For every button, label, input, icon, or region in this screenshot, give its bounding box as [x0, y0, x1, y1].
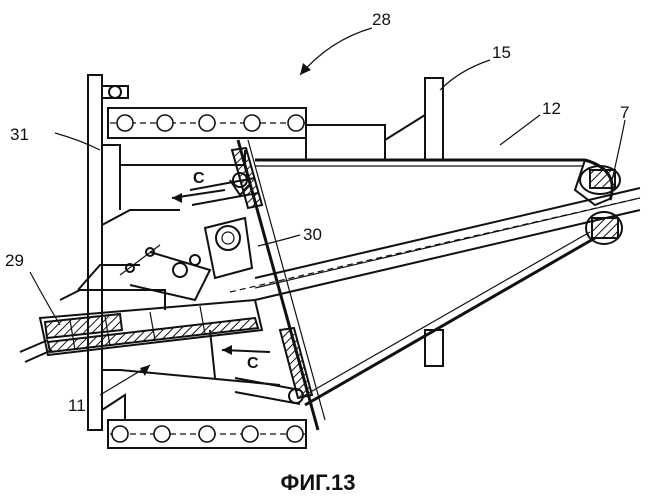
- section-arrow-bottom: [222, 345, 270, 355]
- conical-housing-12: [255, 160, 612, 405]
- lance-shaft-7: [230, 188, 640, 300]
- label-15: 15: [492, 43, 511, 62]
- injector-body-11: [20, 265, 262, 362]
- label-30: 30: [303, 225, 322, 244]
- label-31: 31: [10, 125, 29, 144]
- actuator-30: [120, 218, 252, 300]
- label-28: 28: [372, 10, 391, 29]
- lower-bolt-flange: [108, 420, 306, 448]
- label-7: 7: [620, 103, 629, 122]
- upper-bolt-flange: [108, 108, 306, 138]
- section-label-c-top: C: [193, 170, 205, 187]
- rear-bracket-15: [306, 78, 443, 366]
- figure-caption: ФИГ.13: [281, 470, 356, 495]
- label-12: 12: [542, 99, 561, 118]
- support-arm-31: [102, 145, 245, 225]
- label-29: 29: [5, 251, 24, 270]
- section-label-c-bottom: C: [247, 355, 259, 372]
- label-11: 11: [68, 396, 86, 415]
- nose-ring: [580, 166, 622, 244]
